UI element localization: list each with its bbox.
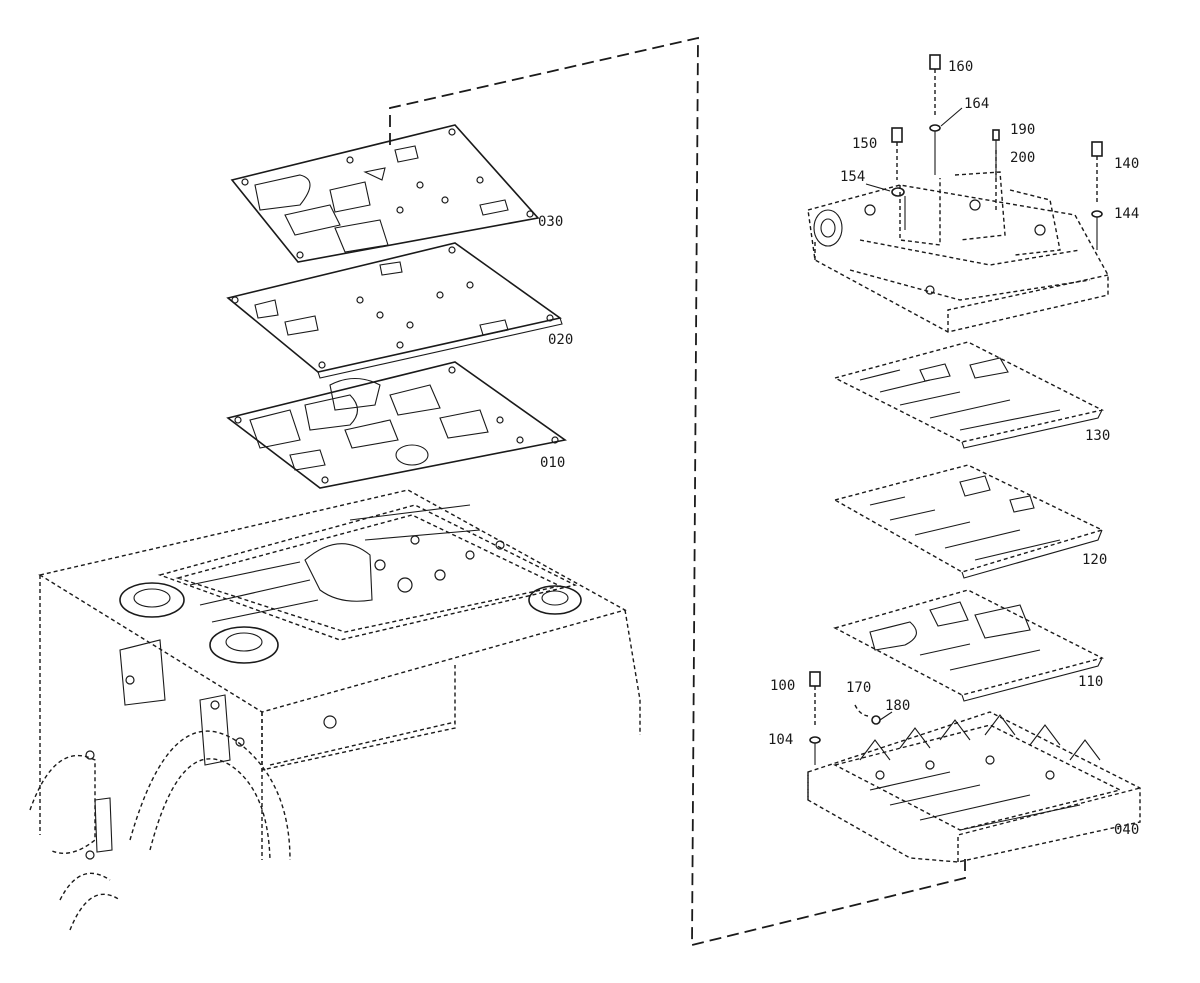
callout-010: 010 — [540, 455, 565, 471]
callout-154: 154 — [840, 169, 865, 185]
washer-104 — [809, 736, 821, 765]
callout-130: 130 — [1085, 428, 1110, 444]
callout-160: 160 — [948, 59, 973, 75]
ball-180 — [871, 711, 893, 725]
bolt-100 — [809, 671, 821, 728]
plate-130 — [833, 341, 1105, 449]
transmission-housing — [29, 489, 641, 931]
gasket-030 — [230, 124, 540, 263]
callout-164: 164 — [964, 96, 989, 112]
callout-170: 170 — [846, 680, 871, 696]
bolt-150 — [891, 127, 903, 180]
callout-140: 140 — [1114, 156, 1139, 172]
washer-164 — [929, 107, 963, 175]
callout-040: 040 — [1114, 822, 1139, 838]
washer-154 — [865, 183, 906, 230]
callout-180: 180 — [885, 698, 910, 714]
callout-200: 200 — [1010, 150, 1035, 166]
upper-valve-body — [807, 171, 1109, 333]
callout-104: 104 — [768, 732, 793, 748]
separator-plate-020 — [226, 242, 563, 379]
gasket-010 — [226, 361, 567, 489]
callout-100: 100 — [770, 678, 795, 694]
callout-144: 144 — [1114, 206, 1139, 222]
callout-110: 110 — [1078, 674, 1103, 690]
callout-150: 150 — [852, 136, 877, 152]
callout-120: 120 — [1082, 552, 1107, 568]
callout-030: 030 — [538, 214, 563, 230]
ball-170 — [854, 704, 869, 717]
lower-valve-body-040 — [807, 711, 1141, 863]
bolt-140 — [1091, 141, 1103, 205]
bolt-160 — [929, 54, 941, 118]
callout-190: 190 — [1010, 122, 1035, 138]
plate-110 — [833, 589, 1104, 702]
washer-144 — [1091, 210, 1103, 250]
grouping-leader-frame — [389, 36, 966, 947]
callout-020: 020 — [548, 332, 573, 348]
plate-120 — [833, 464, 1104, 579]
